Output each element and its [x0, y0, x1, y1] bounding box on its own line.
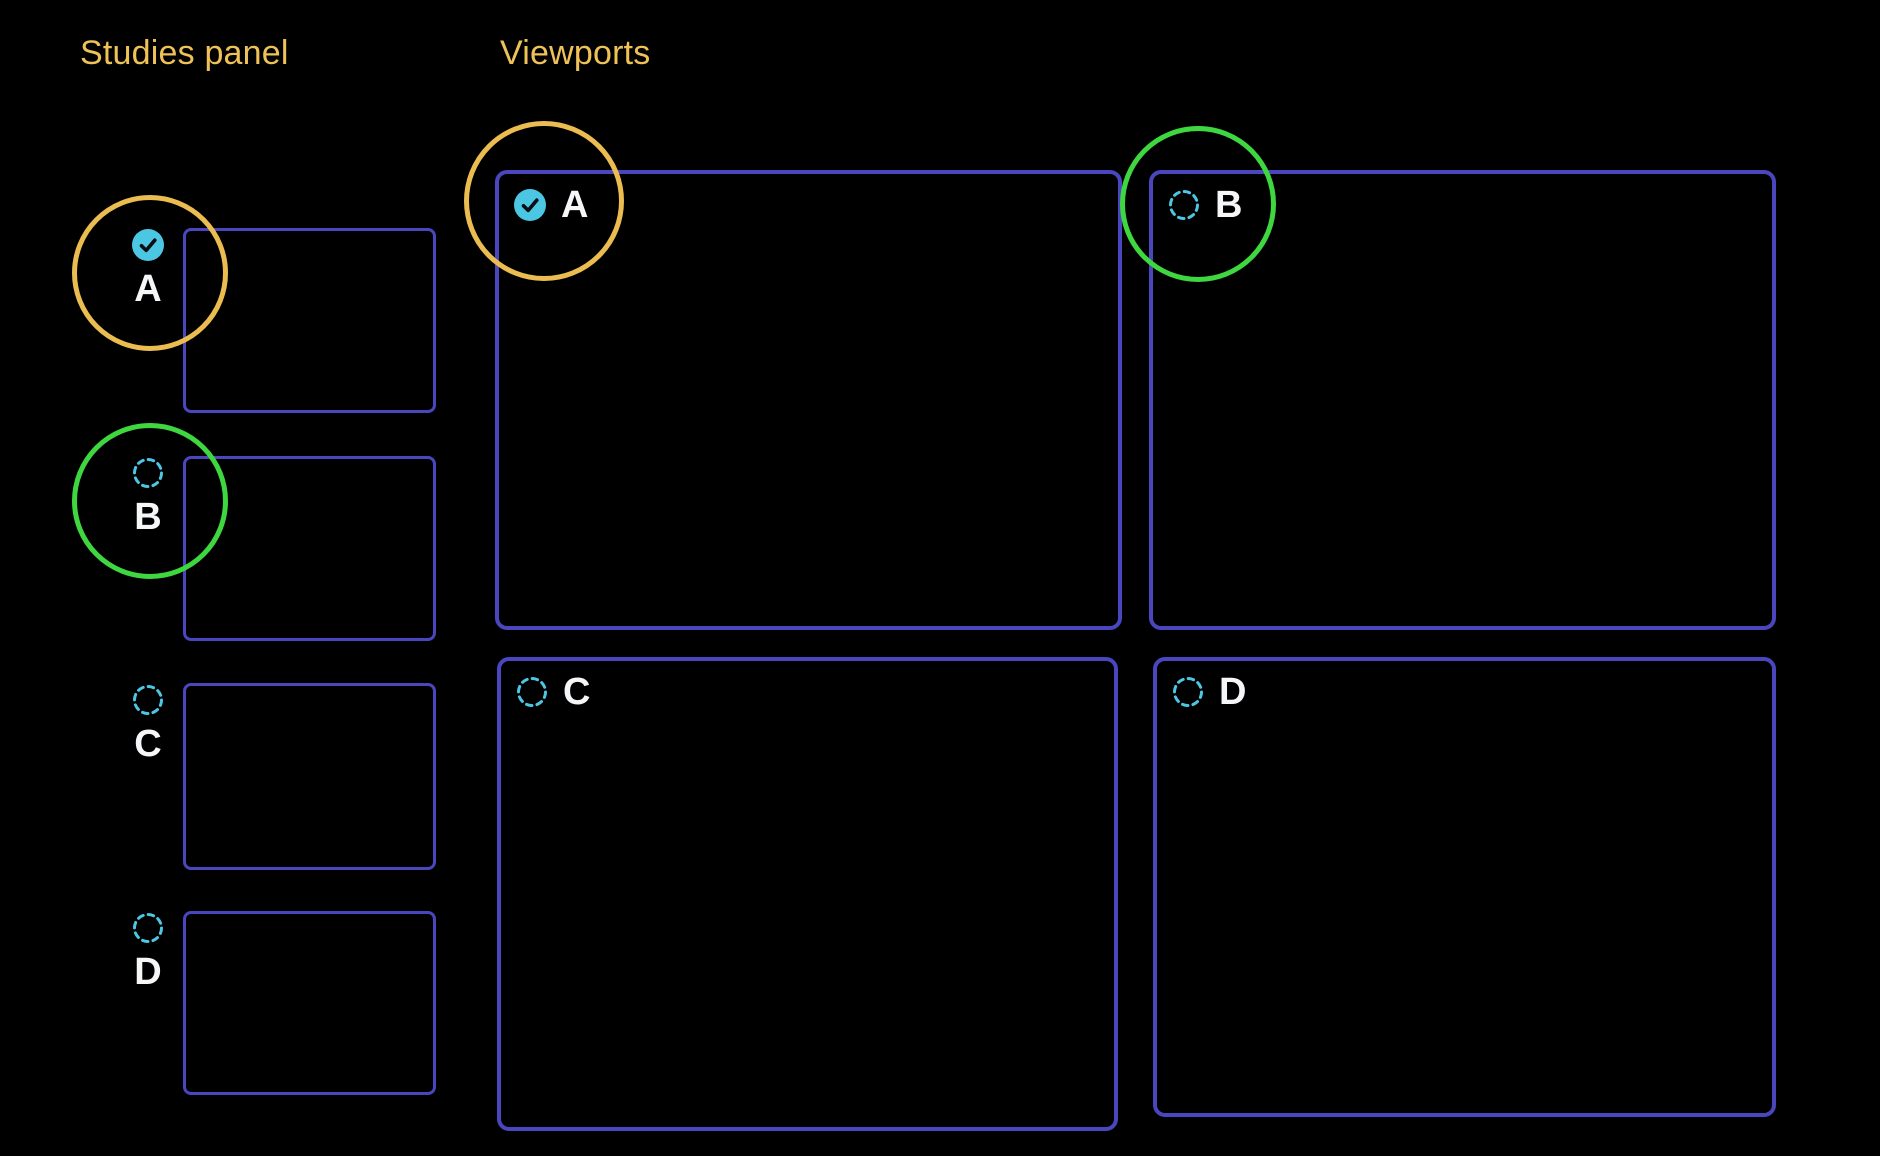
viewport-d[interactable]: D [1153, 657, 1776, 1117]
dashed-circle-icon[interactable] [1168, 189, 1200, 221]
viewport-header: C [516, 673, 590, 711]
viewport-label: D [1219, 671, 1247, 713]
viewport-label: A [561, 184, 589, 226]
study-item-d[interactable]: D [120, 911, 440, 1099]
dashed-circle-icon[interactable] [1172, 676, 1204, 708]
viewport-header: B [1168, 186, 1242, 224]
viewport-label: C [563, 671, 591, 713]
studies-panel-title: Studies panel [80, 34, 289, 72]
study-thumbnail[interactable] [183, 911, 436, 1095]
viewport-header: D [1172, 673, 1246, 711]
study-item-b[interactable]: B [120, 456, 440, 644]
viewport-a[interactable]: A [495, 170, 1122, 630]
viewport-b[interactable]: B [1149, 170, 1776, 630]
viewports-title: Viewports [500, 34, 651, 72]
dashed-circle-icon[interactable] [132, 912, 164, 944]
study-thumbnail[interactable] [183, 683, 436, 870]
study-item-c[interactable]: C [120, 683, 440, 871]
dashed-circle-icon[interactable] [132, 457, 164, 489]
study-thumbnail[interactable] [183, 456, 436, 641]
study-label: C [134, 723, 162, 765]
dashed-circle-icon[interactable] [132, 684, 164, 716]
study-thumbnail[interactable] [183, 228, 436, 413]
dashed-circle-icon[interactable] [516, 676, 548, 708]
viewport-header: A [514, 186, 588, 224]
study-label: D [134, 951, 162, 993]
study-label: A [134, 268, 162, 310]
viewport-label: B [1215, 184, 1243, 226]
check-circle-icon[interactable] [514, 189, 546, 221]
study-label: B [134, 496, 162, 538]
study-item-a[interactable]: A [120, 228, 440, 416]
check-circle-icon[interactable] [132, 229, 164, 261]
viewport-c[interactable]: C [497, 657, 1118, 1131]
